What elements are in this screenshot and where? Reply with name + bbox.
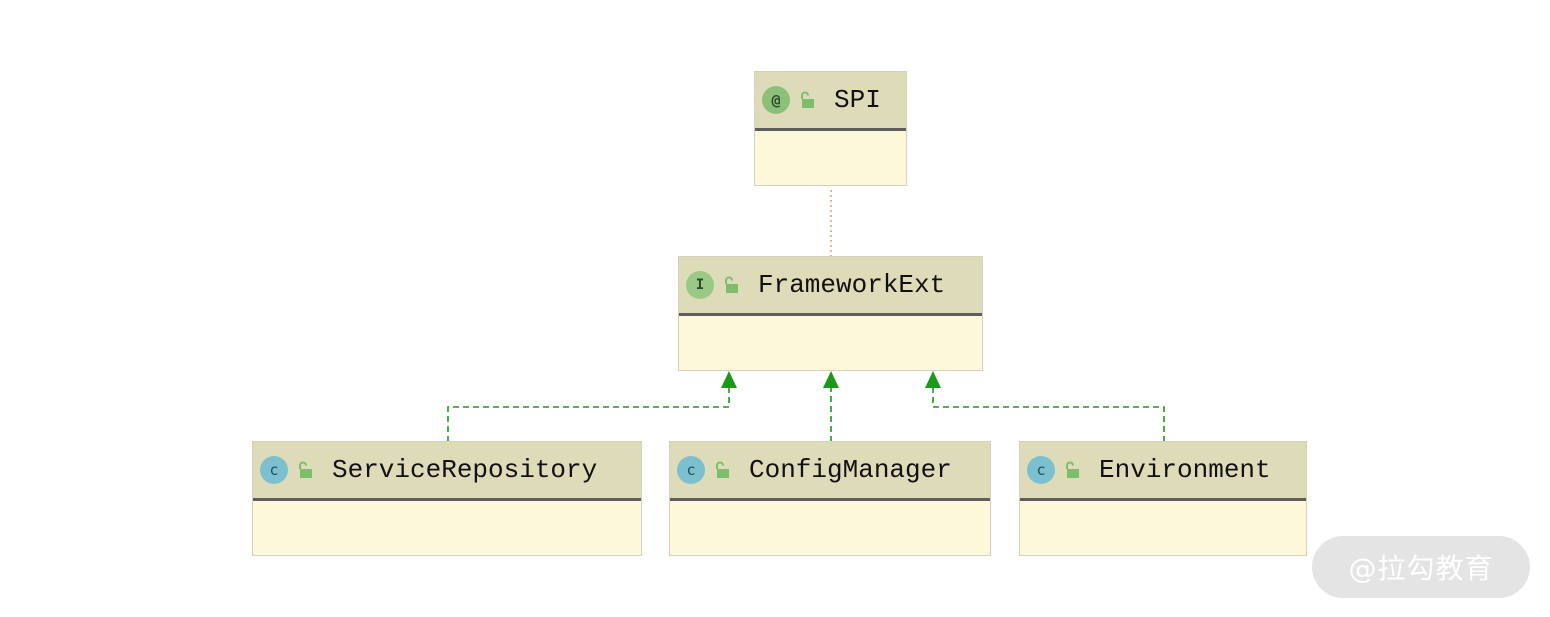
node-frameworkext[interactable]: I FrameworkExt xyxy=(678,256,983,371)
watermark: @拉勾教育 xyxy=(1312,536,1530,598)
node-environment-header: c Environment xyxy=(1020,442,1306,501)
node-environment-label: Environment xyxy=(1099,455,1271,485)
class-icon: c xyxy=(260,456,288,484)
class-icon: c xyxy=(1027,456,1055,484)
arrowhead-servicerepository xyxy=(721,371,737,388)
node-servicerepository[interactable]: c ServiceRepository xyxy=(252,441,642,556)
unlocked-icon xyxy=(725,276,738,293)
node-spi-header: @ SPI xyxy=(755,72,906,131)
node-spi-label: SPI xyxy=(834,85,881,115)
edge-environment-frameworkext xyxy=(932,386,1165,442)
node-servicerepository-header: c ServiceRepository xyxy=(253,442,641,501)
node-configmanager-header: c ConfigManager xyxy=(670,442,990,501)
unlocked-icon xyxy=(716,461,729,478)
node-spi[interactable]: @ SPI xyxy=(754,71,907,186)
node-frameworkext-label: FrameworkExt xyxy=(758,270,946,300)
unlocked-icon xyxy=(801,91,814,108)
annotation-icon: @ xyxy=(762,86,790,114)
node-servicerepository-label: ServiceRepository xyxy=(332,455,598,485)
node-frameworkext-header: I FrameworkExt xyxy=(679,257,982,316)
edge-servicerepository-frameworkext xyxy=(447,386,730,442)
node-configmanager-label: ConfigManager xyxy=(749,455,952,485)
node-configmanager[interactable]: c ConfigManager xyxy=(669,441,991,556)
unlocked-icon xyxy=(299,461,312,478)
arrowhead-environment xyxy=(925,371,941,388)
unlocked-icon xyxy=(1066,461,1079,478)
interface-icon: I xyxy=(686,271,714,299)
arrowhead-configmanager xyxy=(823,371,839,388)
class-icon: c xyxy=(677,456,705,484)
node-environment[interactable]: c Environment xyxy=(1019,441,1307,556)
